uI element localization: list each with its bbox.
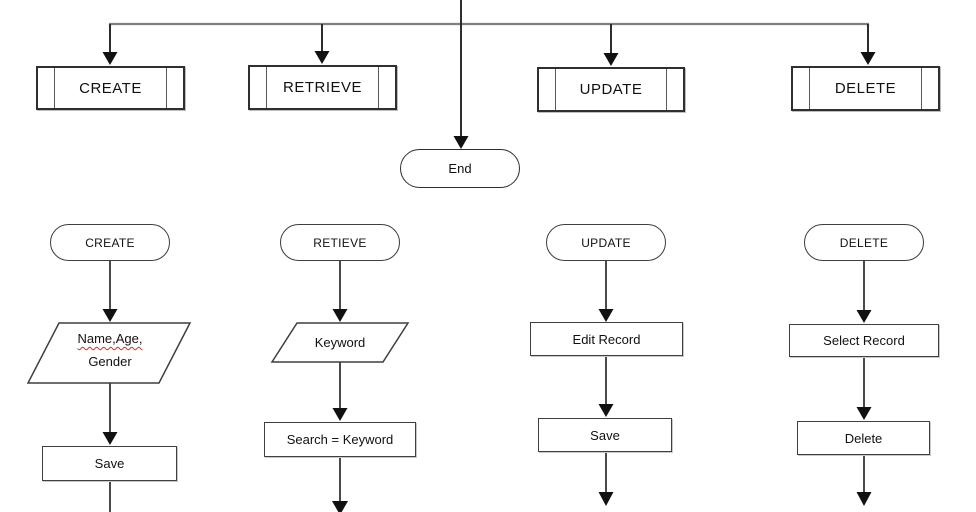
flow-start-create-label: CREATE bbox=[85, 235, 135, 250]
arrow-to-update-box bbox=[603, 24, 619, 66]
top-box-create[interactable]: CREATE bbox=[36, 66, 185, 110]
predefined-bar-right bbox=[378, 67, 379, 108]
process-save-update[interactable]: Save bbox=[538, 418, 672, 452]
arrow-delete2-down bbox=[856, 455, 872, 506]
flow-start-delete-label: DELETE bbox=[839, 235, 889, 250]
top-box-retrieve-label: RETRIEVE bbox=[282, 79, 362, 96]
process-search-keyword-label: Search = Keyword bbox=[286, 432, 394, 447]
input-line2: Gender bbox=[88, 354, 132, 369]
process-select-record[interactable]: Select Record bbox=[789, 324, 939, 357]
arrow-to-create-box bbox=[102, 24, 118, 65]
arrow-input-to-save1 bbox=[102, 383, 118, 445]
process-save-create-label: Save bbox=[94, 456, 125, 471]
process-save-update-label: Save bbox=[590, 427, 620, 443]
arrow-select-to-delete2 bbox=[856, 357, 872, 420]
process-edit-record[interactable]: Edit Record bbox=[530, 322, 683, 356]
arrow-update-to-edit bbox=[598, 261, 614, 322]
input-shape-name-age-gender[interactable] bbox=[26, 322, 192, 384]
end-label: End bbox=[448, 161, 472, 176]
top-box-retrieve[interactable]: RETRIEVE bbox=[248, 65, 397, 110]
process-edit-record-label: Edit Record bbox=[572, 331, 641, 347]
process-delete-record-label: Delete bbox=[844, 430, 883, 446]
arrow-to-end bbox=[453, 0, 469, 149]
predefined-bar-right bbox=[921, 68, 922, 109]
process-delete-record[interactable]: Delete bbox=[797, 421, 930, 455]
flow-start-update-label: UPDATE bbox=[581, 235, 631, 250]
input-line1: Name,Age, bbox=[77, 331, 143, 346]
predefined-bar-left bbox=[266, 67, 267, 108]
predefined-bar-left bbox=[555, 69, 556, 110]
top-box-delete[interactable]: DELETE bbox=[791, 66, 940, 111]
arrow-edit-to-save2 bbox=[598, 356, 614, 417]
arrow-delete-to-select bbox=[856, 261, 872, 323]
predefined-bar-left bbox=[809, 68, 810, 109]
flow-start-update[interactable]: UPDATE bbox=[546, 224, 666, 261]
arrow-retieve-to-keyword bbox=[332, 261, 348, 322]
arrow-search-down bbox=[332, 457, 348, 512]
arrow-to-retrieve-box bbox=[314, 24, 330, 64]
top-box-update-label: UPDATE bbox=[579, 81, 643, 98]
flow-start-create[interactable]: CREATE bbox=[50, 224, 170, 261]
process-save-create[interactable]: Save bbox=[42, 446, 177, 481]
predefined-bar-right bbox=[666, 69, 667, 110]
arrow-save2-down bbox=[598, 452, 614, 506]
input-keyword-label: Keyword bbox=[314, 335, 366, 350]
top-box-update[interactable]: UPDATE bbox=[537, 67, 685, 112]
flow-start-delete[interactable]: DELETE bbox=[804, 224, 924, 261]
predefined-bar-left bbox=[54, 68, 55, 108]
arrow-keyword-to-search bbox=[332, 362, 348, 421]
predefined-bar-right bbox=[166, 68, 167, 108]
input-shape-keyword[interactable] bbox=[270, 322, 410, 363]
arrow-to-delete-box bbox=[860, 24, 876, 65]
process-select-record-label: Select Record bbox=[823, 333, 905, 348]
process-search-keyword[interactable]: Search = Keyword bbox=[264, 422, 416, 457]
top-branch-line bbox=[108, 22, 870, 27]
flow-start-retieve-label: RETIEVE bbox=[313, 235, 367, 250]
arrow-create-to-input bbox=[102, 261, 118, 322]
top-box-create-label: CREATE bbox=[79, 79, 142, 97]
end-terminator[interactable]: End bbox=[400, 149, 520, 188]
input-name-age-gender-label: Name,Age, Gender bbox=[38, 327, 182, 373]
flow-start-retieve[interactable]: RETIEVE bbox=[280, 224, 400, 261]
top-box-delete-label: DELETE bbox=[834, 80, 897, 97]
